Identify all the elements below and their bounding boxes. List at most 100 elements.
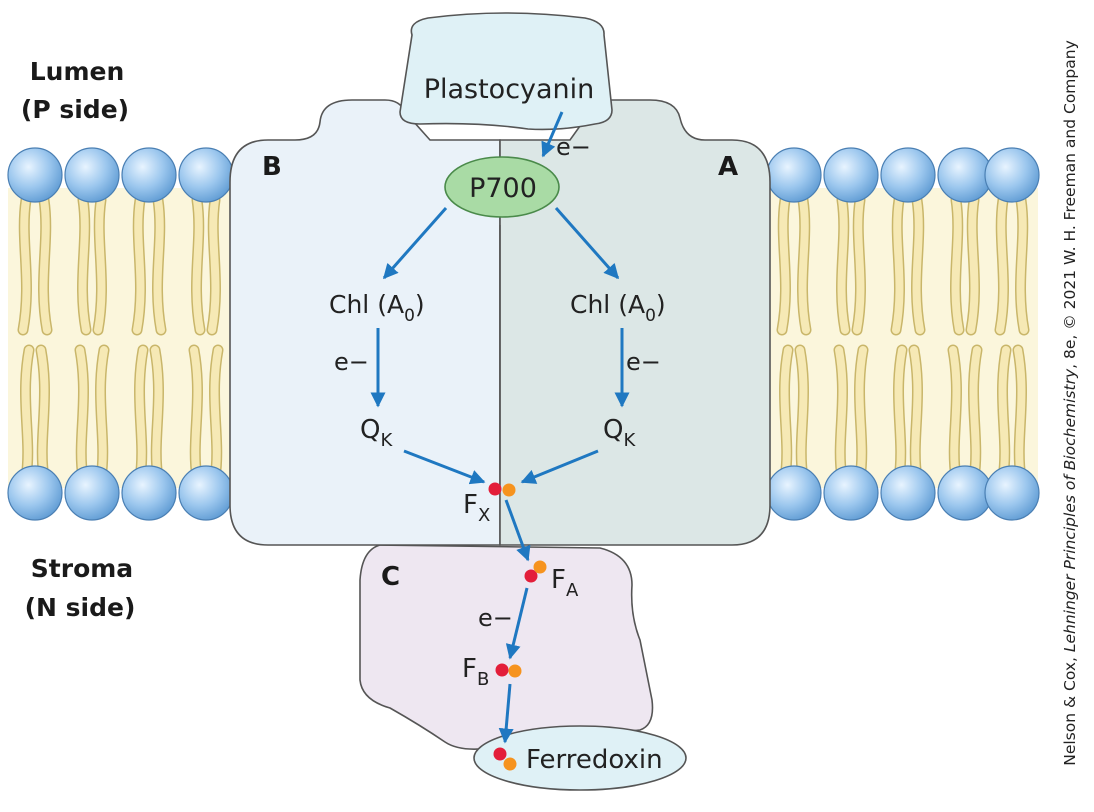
arrow-qk-b-to-fx bbox=[403, 449, 486, 485]
lipid-tail bbox=[1014, 346, 1026, 482]
lipid-head bbox=[823, 147, 879, 203]
fb-sulfur-dot bbox=[508, 664, 522, 678]
arrow-p700-to-chl-b bbox=[382, 207, 448, 280]
lipid-tail bbox=[96, 346, 108, 482]
lumen-side-label: (P side) bbox=[21, 95, 129, 124]
plastocyanin-shape bbox=[399, 12, 613, 131]
credit-line: Nelson & Cox, Lehninger Principles of Bi… bbox=[1050, 0, 1090, 807]
lipid-tail bbox=[894, 346, 906, 482]
arrow-fx-to-fa bbox=[504, 499, 531, 562]
subunit-c-label: C bbox=[381, 562, 400, 592]
lipid-tail bbox=[39, 196, 51, 334]
lipid-head bbox=[823, 465, 879, 521]
lipid-head bbox=[64, 147, 120, 203]
lipid-tail bbox=[78, 196, 90, 334]
lipid-tail bbox=[778, 196, 790, 334]
lipid-head bbox=[121, 147, 177, 203]
lipid-tails bbox=[17, 194, 1030, 484]
stroma-side-label: (N side) bbox=[25, 593, 136, 622]
lipid-tail bbox=[1016, 196, 1028, 334]
credit-rest: , 8e, © 2021 W. H. Freeman and Company bbox=[1061, 40, 1079, 369]
lipid-tail bbox=[892, 196, 904, 334]
ferredoxin-iron-dot bbox=[493, 747, 507, 761]
stroma-label: Stroma bbox=[31, 554, 133, 583]
ferredoxin-cluster bbox=[493, 747, 517, 771]
fa-base: F bbox=[551, 565, 566, 595]
fx-sulfur-dot bbox=[502, 483, 516, 497]
lipid-head bbox=[937, 147, 993, 203]
lipid-tail bbox=[208, 196, 220, 334]
lipid-head bbox=[178, 465, 234, 521]
p700-label: P700 bbox=[469, 173, 537, 204]
lipid-head bbox=[121, 465, 177, 521]
lipid-tail bbox=[210, 346, 222, 482]
fa-cluster bbox=[524, 560, 547, 583]
lipid-head bbox=[7, 147, 63, 203]
p700-shape bbox=[444, 156, 560, 218]
arrow-p700-to-chl-a bbox=[554, 207, 620, 280]
lipid-head bbox=[984, 147, 1040, 203]
lipid-tail bbox=[967, 196, 979, 334]
fa-subscript: A bbox=[566, 580, 579, 601]
lipid-tail bbox=[192, 196, 204, 334]
lipid-tail bbox=[37, 346, 49, 482]
qk-b-subscript: K bbox=[380, 430, 393, 451]
lipid-tail bbox=[912, 196, 924, 334]
fb-label: FB bbox=[462, 654, 489, 690]
lipid-tail bbox=[190, 346, 202, 482]
arrow-qk-a-to-fx bbox=[520, 449, 599, 484]
lipid-tail bbox=[949, 346, 961, 482]
lipid-tail bbox=[835, 346, 847, 482]
plastocyanin-label: Plastocyanin bbox=[424, 74, 595, 105]
lipid-head bbox=[880, 147, 936, 203]
fx-base: F bbox=[463, 490, 478, 520]
fb-iron-dot bbox=[495, 663, 509, 677]
lipid-tail bbox=[94, 196, 106, 334]
chl-b-close: ) bbox=[415, 290, 425, 319]
lipid-tail bbox=[951, 196, 963, 334]
lipid-head bbox=[766, 465, 822, 521]
electron-label-c: e− bbox=[478, 604, 513, 632]
electron-label-b: e− bbox=[334, 348, 369, 376]
qk-a-label: QK bbox=[603, 415, 636, 451]
subunit-b-shape bbox=[229, 99, 501, 546]
chl-a0-b-label: Chl (A0) bbox=[329, 290, 425, 326]
qk-a-base: Q bbox=[603, 415, 623, 445]
lipid-tail bbox=[855, 346, 867, 482]
lipid-tail bbox=[135, 346, 147, 482]
lipid-tail bbox=[853, 196, 865, 334]
lipid-tail bbox=[76, 346, 88, 482]
lipid-tail bbox=[133, 196, 145, 334]
lipid-tail bbox=[153, 196, 165, 334]
lipid-head bbox=[880, 465, 936, 521]
fx-iron-dot bbox=[488, 482, 502, 496]
lipid-head bbox=[178, 147, 234, 203]
lipid-head bbox=[766, 147, 822, 203]
ferredoxin-label: Ferredoxin bbox=[526, 745, 663, 775]
chl-a0-a-label: Chl (A0) bbox=[570, 290, 666, 326]
lipid-tail bbox=[19, 196, 31, 334]
lipid-head bbox=[937, 465, 993, 521]
fa-sulfur-dot bbox=[533, 560, 547, 574]
electron-label-a: e− bbox=[626, 348, 661, 376]
lipid-head bbox=[64, 465, 120, 521]
fa-label: FA bbox=[551, 565, 579, 601]
qk-b-base: Q bbox=[360, 415, 380, 445]
lipid-tail bbox=[910, 346, 922, 482]
fb-cluster bbox=[495, 663, 522, 678]
lipid-tail bbox=[151, 346, 163, 482]
lipid-tail bbox=[996, 196, 1008, 334]
lipid-tail bbox=[969, 346, 981, 482]
fa-iron-dot bbox=[524, 569, 538, 583]
lumen-label: Lumen bbox=[30, 57, 125, 86]
fb-subscript: B bbox=[477, 669, 489, 690]
credit-authors: Nelson & Cox, bbox=[1061, 652, 1079, 766]
credit-text: Nelson & Cox, Lehninger Principles of Bi… bbox=[1061, 40, 1079, 766]
chl-a-close: ) bbox=[656, 290, 666, 319]
lipid-tail bbox=[21, 346, 33, 482]
arrow-plastocyanin-to-p700 bbox=[541, 111, 564, 158]
subunit-b-label: B bbox=[262, 152, 282, 182]
ferredoxin-sulfur-dot bbox=[503, 757, 517, 771]
